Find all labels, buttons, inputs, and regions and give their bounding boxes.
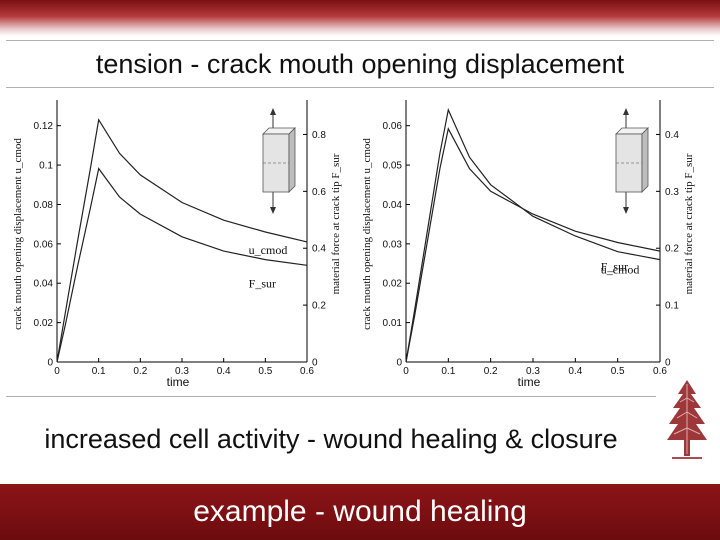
y-tick-label-left: 0 — [47, 358, 53, 369]
y-tick-label-right: 0 — [665, 358, 671, 369]
series-label: u_cmod — [601, 263, 640, 277]
y-axis-label-left: crack mouth opening displacement u_cmod — [12, 138, 24, 330]
y-tick-label-left: 0.04 — [34, 279, 54, 290]
arrow-down-icon — [623, 207, 629, 214]
arrow-up-icon — [623, 108, 629, 115]
x-tick-label: 0 — [403, 366, 409, 377]
series-line-fsur — [405, 127, 661, 363]
series-label: F_sur — [249, 277, 276, 291]
y-tick-label-left: 0.02 — [34, 318, 54, 329]
x-tick-label: 0.6 — [300, 366, 314, 377]
redwood-tree-icon — [667, 380, 707, 459]
x-tick-label: 0.2 — [133, 366, 147, 377]
series-line-ucmod — [405, 107, 661, 363]
slide-caption: increased cell activity - wound healing … — [44, 424, 618, 454]
y-tick-label-right: 0.4 — [665, 130, 679, 141]
x-tick-label: 0.6 — [653, 366, 667, 377]
arrow-up-icon — [270, 108, 276, 115]
y-tick-label-left: 0.05 — [383, 161, 403, 172]
footer-title: example - wound healing — [193, 495, 527, 528]
y-tick-label-right: 0 — [312, 358, 318, 369]
arrow-down-icon — [270, 207, 276, 214]
y-tick-label-left: 0.06 — [34, 239, 54, 250]
y-tick-label-right: 0.3 — [665, 187, 679, 198]
specimen-side-face — [641, 127, 649, 193]
y-tick-label-right: 0.8 — [312, 130, 326, 141]
specimen-side-face — [288, 127, 296, 193]
series-line-ucmod — [56, 118, 308, 363]
y-axis-label-left: crack mouth opening displacement u_cmod — [361, 138, 373, 330]
x-tick-label: 0 — [54, 366, 60, 377]
caption-box: increased cell activity - wound healing … — [6, 396, 656, 481]
y-tick-label-left: 0.1 — [39, 161, 53, 172]
x-tick-label: 0.5 — [611, 366, 625, 377]
x-tick-label: 0.5 — [258, 366, 272, 377]
x-tick-label: 0.4 — [217, 366, 231, 377]
series-label: F_sur — [601, 260, 628, 274]
y-tick-label-left: 0 — [396, 358, 402, 369]
x-tick-label: 0.3 — [526, 366, 540, 377]
x-tick-label: 0.4 — [568, 366, 582, 377]
slide-title-box: tension - crack mouth opening displaceme… — [6, 40, 714, 88]
y-tick-label-right: 0.4 — [312, 244, 326, 255]
series-line-fsur — [56, 167, 308, 363]
y-tick-label-left: 0.03 — [383, 239, 403, 250]
x-tick-label: 0.1 — [92, 366, 106, 377]
y-tick-label-left: 0.06 — [383, 121, 403, 132]
x-axis-label: time — [167, 375, 190, 389]
y-tick-label-left: 0.01 — [383, 318, 403, 329]
y-tick-label-left: 0.04 — [383, 200, 403, 211]
y-axis-label-right: material force at crack tip F_sur — [683, 153, 695, 294]
y-tick-label-left: 0.02 — [383, 279, 403, 290]
series-label: u_cmod — [249, 243, 288, 257]
y-tick-label-right: 0.2 — [312, 301, 326, 312]
x-tick-label: 0.1 — [441, 366, 455, 377]
slide-title: tension - crack mouth opening displaceme… — [95, 48, 625, 79]
x-axis-label: time — [518, 375, 541, 389]
footer-banner: example - wound healing — [0, 484, 720, 540]
x-tick-label: 0.3 — [175, 366, 189, 377]
x-tick-label: 0.2 — [484, 366, 498, 377]
y-tick-label-right: 0.6 — [312, 187, 326, 198]
y-tick-label-left: 0.12 — [34, 121, 54, 132]
y-tick-label-right: 0.2 — [665, 244, 679, 255]
y-tick-label-right: 0.1 — [665, 301, 679, 312]
y-axis-label-right: material force at crack tip F_sur — [330, 153, 342, 294]
y-tick-label-left: 0.08 — [34, 200, 54, 211]
top-banner — [0, 0, 720, 36]
